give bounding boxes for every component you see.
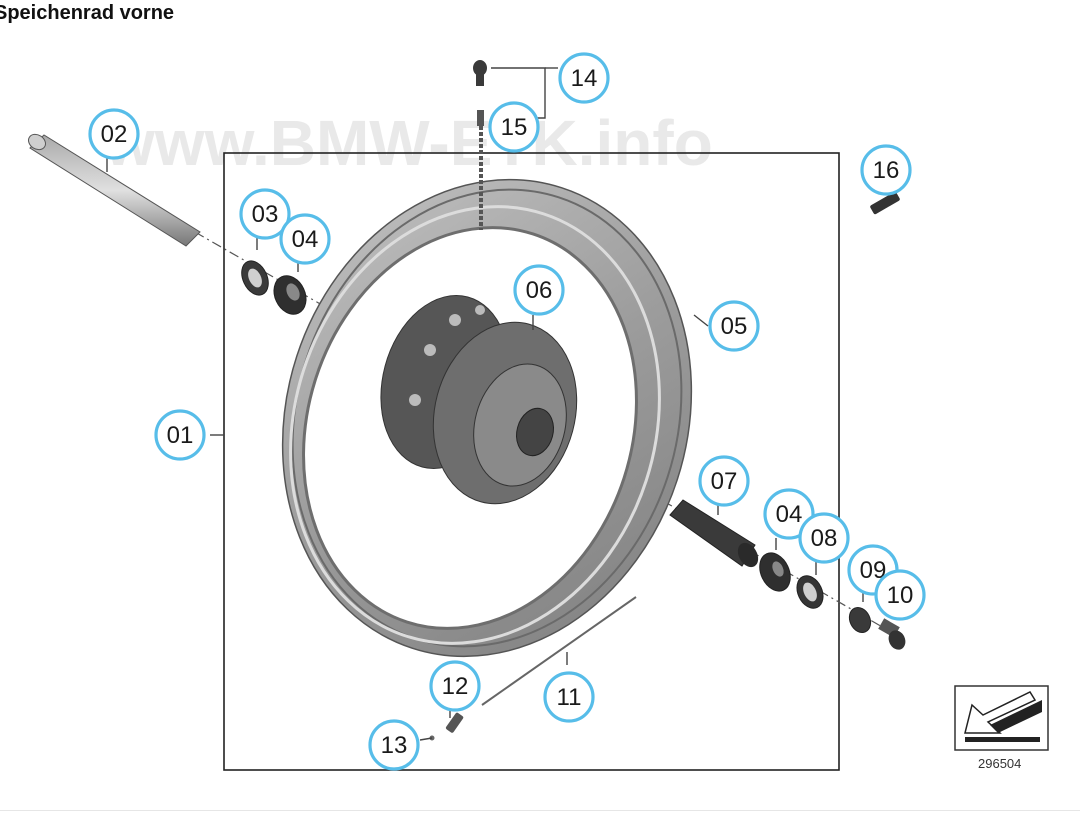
bearing-right-part	[759, 552, 791, 592]
spoke-part	[481, 596, 637, 706]
callout-06: 06	[513, 264, 565, 316]
hub-part	[380, 294, 578, 505]
spacer-sleeve-part	[669, 499, 759, 568]
callout-14: 14	[558, 52, 610, 104]
callout-04b: 04	[763, 488, 815, 540]
callout-label: 03	[252, 201, 279, 228]
seal-ring-part	[241, 260, 269, 296]
callout-15: 15	[488, 101, 540, 153]
callout-label: 05	[721, 313, 748, 340]
callout-label: 11	[557, 684, 582, 711]
callout-11: 11	[543, 671, 595, 723]
callout-04a: 04	[279, 213, 331, 265]
orientation-arrow-icon	[954, 685, 1049, 751]
callout-label: 01	[167, 422, 194, 449]
callout-label: 16	[873, 157, 900, 184]
callout-01: 01	[154, 409, 206, 461]
callout-label: 15	[501, 114, 528, 141]
callout-05: 05	[708, 300, 760, 352]
callout-label: 04	[776, 501, 803, 528]
bolt-part	[878, 618, 906, 650]
callout-label: 04	[292, 226, 319, 253]
bearing-left-part	[273, 275, 307, 315]
callout-02: 02	[88, 108, 140, 160]
callout-13: 13	[368, 719, 420, 771]
callout-03: 03	[239, 188, 291, 240]
callout-label: 02	[101, 121, 128, 148]
reference-number: 296504	[978, 756, 1021, 771]
valve-part	[477, 110, 484, 230]
balance-weight-part	[870, 191, 900, 215]
callout-label: 07	[711, 468, 738, 495]
valve-cap-part	[473, 60, 487, 86]
callout-label: 12	[442, 673, 469, 700]
spoke-nipple-part	[445, 712, 464, 733]
callout-10: 10	[874, 569, 926, 621]
callout-08: 08	[798, 512, 850, 564]
callout-07: 07	[698, 455, 750, 507]
callout-label: 06	[526, 277, 553, 304]
callout-16: 16	[860, 144, 912, 196]
nut-part	[848, 606, 872, 634]
washer-part	[796, 575, 824, 609]
callout-12: 12	[429, 660, 481, 712]
callout-label: 10	[887, 582, 914, 609]
assembly-frame	[223, 152, 840, 771]
bottom-divider	[0, 810, 1080, 811]
watermark-text: www.BMW-ETK.info	[104, 107, 713, 179]
callout-label: 08	[811, 525, 838, 552]
callout-label: 14	[571, 65, 598, 92]
page-title: Speichenrad vorne	[0, 2, 175, 24]
callout-label: 13	[381, 732, 408, 759]
axle-part	[28, 133, 201, 247]
